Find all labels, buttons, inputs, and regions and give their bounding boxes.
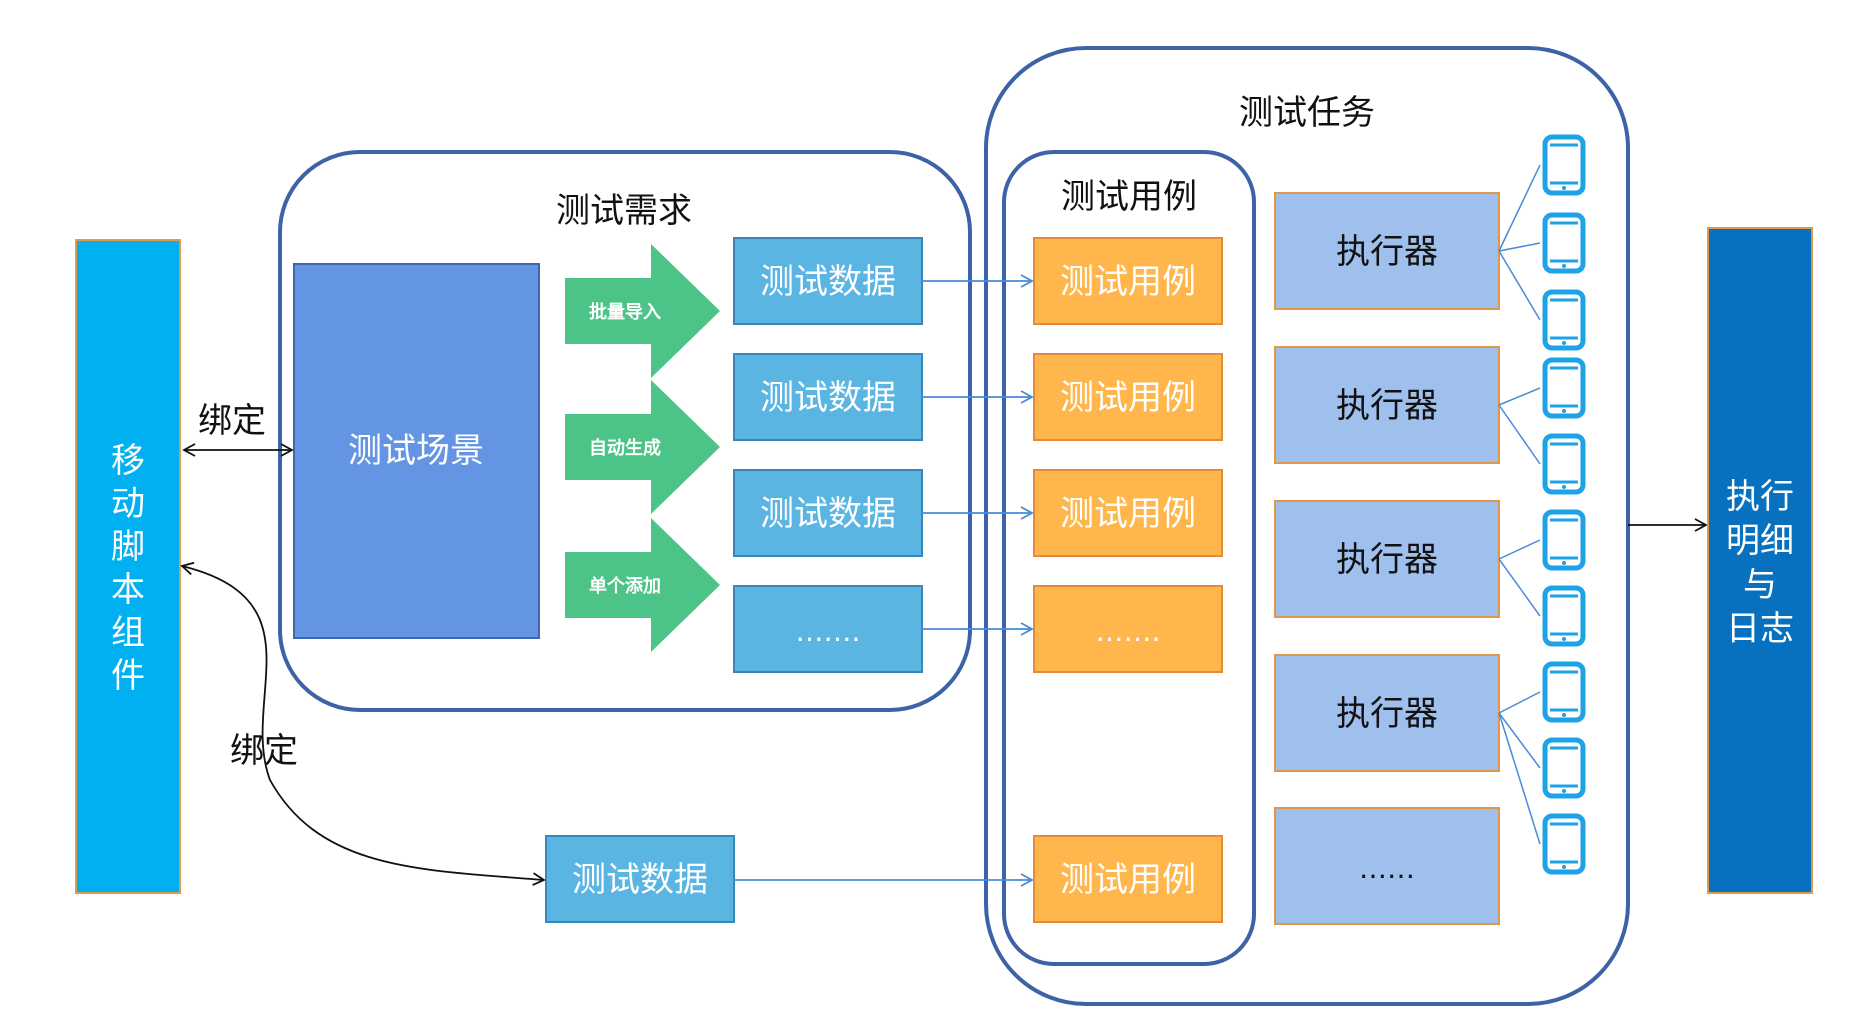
test-data-label: 测试数据: [760, 378, 896, 418]
execution-details-logs: 执行 明细 与 日志: [1707, 227, 1813, 894]
mobile-script-char: 件: [111, 656, 145, 696]
mobile-device-icon: [1542, 134, 1586, 196]
mobile-script-component: 移 动 脚 本 组 件: [75, 239, 181, 894]
mobile-device-icon: [1542, 509, 1586, 571]
executor-label: ……: [1359, 852, 1415, 885]
executor-box: 执行器: [1274, 346, 1500, 464]
test-data-box: 测试数据: [733, 237, 923, 325]
binding-arrows: [180, 443, 546, 886]
auto-generate-arrow-label: 自动生成: [589, 437, 661, 459]
mobile-device-icon: [1542, 661, 1586, 723]
test-case-box: …….: [1033, 585, 1223, 673]
bottom-test-case-label: 测试用例: [1060, 860, 1196, 900]
test-requirement-container: 测试需求: [278, 150, 972, 712]
test-case-box: 测试用例: [1033, 469, 1223, 557]
test-data-box: …….: [733, 585, 923, 673]
bind-label: 绑定: [198, 401, 266, 441]
single-add-arrow-label: 单个添加: [589, 575, 661, 597]
test-case-label: 测试用例: [1060, 262, 1196, 302]
test-case-label: 测试用例: [1060, 494, 1196, 534]
execution-details-line: 与: [1743, 565, 1777, 605]
test-data-label: 测试数据: [760, 262, 896, 302]
execution-details-line: 明细: [1726, 521, 1794, 561]
test-case-box: 测试用例: [1033, 353, 1223, 441]
executor-box: 执行器: [1274, 654, 1500, 772]
mobile-device-icon: [1542, 212, 1586, 274]
test-case-label: 测试用例: [1060, 378, 1196, 418]
execution-details-line: 执行: [1726, 477, 1794, 517]
test-scene-box: 测试场景: [293, 263, 540, 639]
single-add-arrow: 单个添加: [565, 518, 720, 652]
test-data-label: 测试数据: [760, 494, 896, 534]
executor-label: 执行器: [1336, 540, 1438, 580]
test-data-label: …….: [796, 615, 861, 648]
executor-label: 执行器: [1336, 232, 1438, 272]
data-to-case-arrows: [734, 274, 1034, 887]
bottom-test-data-box: 测试数据: [545, 835, 735, 923]
mobile-device-icon: [1542, 289, 1586, 351]
mobile-script-char: 脚: [111, 527, 145, 567]
bottom-test-data-label: 测试数据: [572, 860, 708, 900]
test-case-group: 测试用例: [1002, 150, 1256, 966]
import-arrow: 批量导入: [565, 244, 720, 378]
test-requirement-title: 测试需求: [556, 191, 692, 231]
device-connectors: [1498, 164, 1541, 845]
executor-box: 执行器: [1274, 192, 1500, 310]
bottom-test-case-box: 测试用例: [1033, 835, 1223, 923]
executor-box: 执行器: [1274, 500, 1500, 618]
test-case-box: 测试用例: [1033, 237, 1223, 325]
mobile-script-char: 组: [111, 613, 145, 653]
mobile-device-icon: [1542, 357, 1586, 419]
test-task-container: 测试任务: [984, 46, 1630, 1006]
mobile-script-char: 本: [111, 570, 145, 610]
mobile-device-icon: [1542, 737, 1586, 799]
executor-box: ……: [1274, 807, 1500, 925]
bind-label: 绑定: [230, 731, 298, 771]
test-data-box: 测试数据: [733, 469, 923, 557]
executor-label: 执行器: [1336, 386, 1438, 426]
test-scene-label: 测试场景: [348, 431, 484, 471]
mobile-script-char: 移: [111, 441, 145, 481]
execution-details-line: 日志: [1726, 609, 1794, 649]
mobile-script-char: 动: [111, 484, 145, 524]
test-task-title: 测试任务: [1239, 93, 1375, 133]
mobile-device-icon: [1542, 813, 1586, 875]
auto-generate-arrow: 自动生成: [565, 380, 720, 514]
import-arrow-label: 批量导入: [589, 301, 661, 323]
test-case-label: …….: [1096, 615, 1161, 648]
test-data-box: 测试数据: [733, 353, 923, 441]
test-case-group-title: 测试用例: [1061, 177, 1197, 217]
mobile-device-icon: [1542, 433, 1586, 495]
executor-label: 执行器: [1336, 694, 1438, 734]
mobile-device-icon: [1542, 585, 1586, 647]
